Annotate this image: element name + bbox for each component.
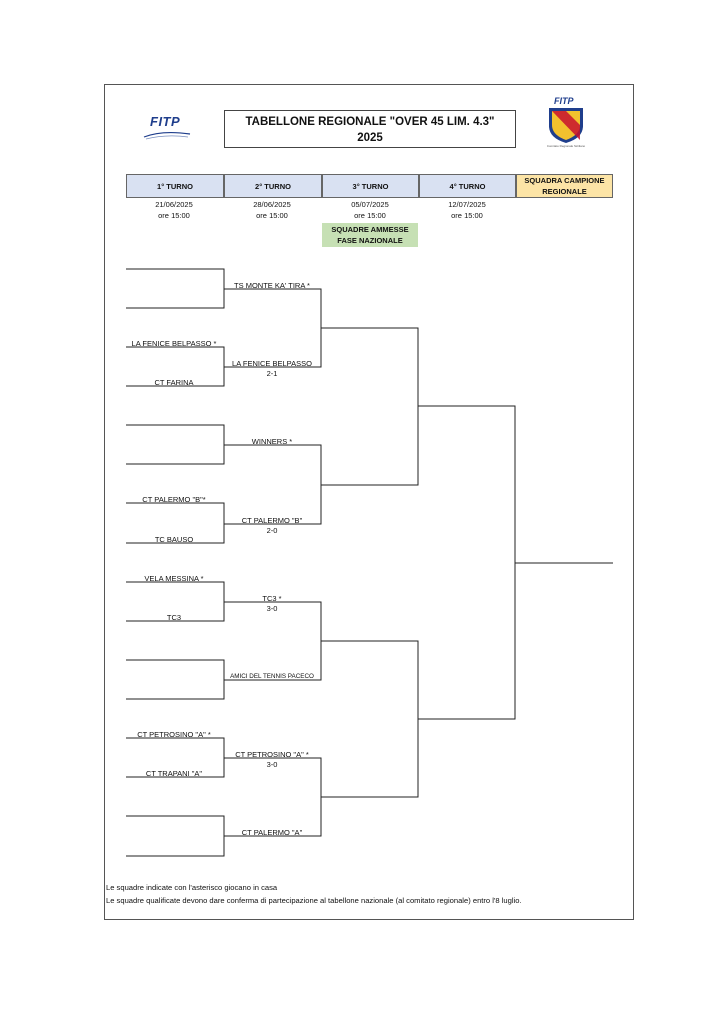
- r2-match-4: [224, 757, 322, 837]
- r1-match-1: [126, 268, 225, 309]
- page-title: TABELLONE REGIONALE "OVER 45 LIM. 4.3" 2…: [224, 110, 516, 148]
- r2-score-2: 2-1: [266, 369, 278, 378]
- r2-team-8: CT PALERMO "A": [241, 828, 303, 837]
- round-header-2: 2° TURNO: [224, 174, 322, 198]
- title-line-1: TABELLONE REGIONALE "OVER 45 LIM. 4.3": [245, 116, 495, 128]
- r2-team-7: CT PETROSINO "A" *: [235, 750, 309, 759]
- swoosh-icon: [143, 131, 191, 140]
- r2-team-3: WINNERS *: [251, 437, 293, 446]
- r1-team-14: CT TRAPANI "A": [145, 769, 203, 778]
- r2-score-7: 3-0: [266, 760, 278, 769]
- fitp-logo-text: FITP: [150, 114, 181, 129]
- r3-match-1: [321, 327, 419, 486]
- r2-score-4: 2-0: [266, 526, 278, 535]
- round-2-time: ore 15:00: [256, 211, 288, 220]
- champion-header-line-1: SQUADRA CAMPIONE: [524, 176, 605, 185]
- r2-match-2: [224, 444, 322, 525]
- round-header-3: 3° TURNO: [322, 174, 419, 198]
- crest-caption: Comitato Regionale Siciliano: [546, 144, 586, 148]
- r1-team-10: TC3: [166, 613, 182, 622]
- page-frame: [104, 84, 634, 920]
- r1-match-3: [126, 424, 225, 465]
- r2-match-3: [224, 601, 322, 681]
- qualified-national-label: SQUADRE AMMESSE FASE NAZIONALE: [322, 223, 418, 247]
- r2-team-1: TS MONTE KA' TIRA *: [234, 281, 310, 290]
- qualified-label-line-1: SQUADRE AMMESSE: [331, 225, 409, 234]
- round-header-4: 4° TURNO: [419, 174, 516, 198]
- round-2-date: 28/06/2025: [253, 200, 291, 209]
- r1-team-7: CT PALERMO "B"*: [142, 495, 206, 504]
- qualified-label-line-2: FASE NAZIONALE: [337, 236, 403, 245]
- r3-match-2: [321, 640, 419, 798]
- round-1-time: ore 15:00: [158, 211, 190, 220]
- round-4-time: ore 15:00: [451, 211, 483, 220]
- shield-icon: [549, 108, 583, 143]
- champion-header: SQUADRA CAMPIONE REGIONALE: [516, 174, 613, 198]
- r1-team-3: LA FENICE BELPASSO *: [131, 339, 217, 348]
- note-asterisk: Le squadre indicate con l'asterisco gioc…: [106, 883, 278, 892]
- round-header-1: 1° TURNO: [126, 174, 224, 198]
- round-3-time: ore 15:00: [354, 211, 386, 220]
- note-confirmation: Le squadre qualificate devono dare confe…: [106, 896, 522, 905]
- r1-team-13: CT PETROSINO "A" *: [137, 730, 211, 739]
- champion-header-line-2: REGIONALE: [542, 187, 587, 196]
- r1-team-9: VELA MESSINA *: [144, 574, 204, 583]
- r2-team-4: CT PALERMO "B": [241, 516, 303, 525]
- round-1-date: 21/06/2025: [155, 200, 193, 209]
- round-3-date: 05/07/2025: [351, 200, 389, 209]
- r1-team-4: CT FARINA: [154, 378, 194, 387]
- r2-team-5: TC3 *: [262, 594, 282, 603]
- r1-match-8: [126, 815, 225, 857]
- r1-team-8: TC BAUSO: [154, 535, 194, 544]
- title-line-2: 2025: [357, 132, 383, 144]
- regional-crest-logo: FITP Comitato Regionale Siciliano: [542, 96, 590, 154]
- fitp-logo: FITP: [138, 114, 198, 142]
- r1-match-6: [126, 659, 225, 700]
- r2-score-5: 3-0: [266, 604, 278, 613]
- r1-match-4: [126, 502, 225, 544]
- crest-logo-text: FITP: [554, 96, 574, 106]
- r2-match-1: [224, 288, 322, 368]
- r2-team-6: AMICI DEL TENNIS PACECO: [230, 673, 314, 680]
- r2-team-2: LA FENICE BELPASSO: [232, 359, 312, 368]
- round-4-date: 12/07/2025: [448, 200, 486, 209]
- r4-match-1: [418, 405, 516, 720]
